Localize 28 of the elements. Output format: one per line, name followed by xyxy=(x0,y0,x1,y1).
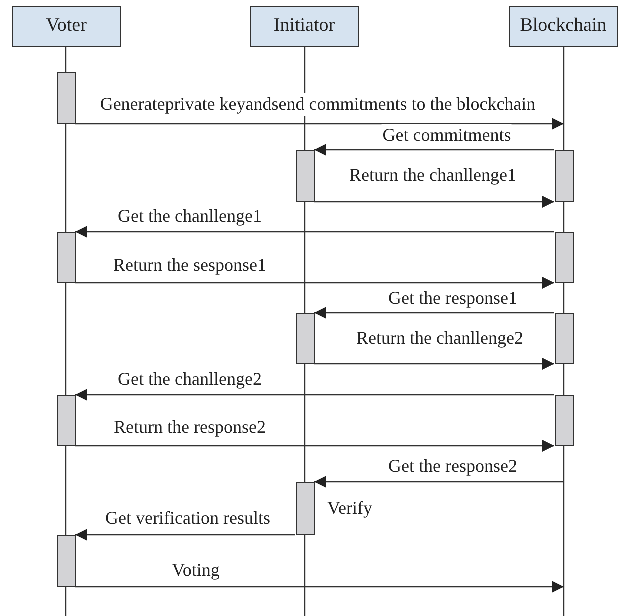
message-arrow xyxy=(314,476,564,488)
participant-box: Blockchain xyxy=(509,6,618,47)
message-arrow xyxy=(76,277,554,289)
participant-box: Voter xyxy=(12,6,121,47)
message-arrow xyxy=(314,144,554,156)
activation-bar xyxy=(56,395,76,446)
activation-bar xyxy=(554,232,574,283)
activation-bar xyxy=(554,150,574,202)
activation-bar xyxy=(296,482,314,535)
message-arrow xyxy=(314,307,554,319)
participant-box: Initiator xyxy=(250,6,359,47)
activation-bar xyxy=(296,313,314,364)
message-arrow xyxy=(314,358,554,370)
message-arrow xyxy=(314,196,554,208)
activation-bar xyxy=(56,72,76,124)
edge-label: Generateprivate keyandsend commitments to the blockchain xyxy=(99,93,537,116)
activation-bar xyxy=(554,313,574,364)
note-text: Verify xyxy=(328,499,372,517)
message-arrow xyxy=(76,581,564,593)
activation-bar xyxy=(56,232,76,283)
activation-bar xyxy=(296,150,314,202)
message-arrow xyxy=(76,226,554,238)
message-arrow xyxy=(76,529,296,541)
message-arrow xyxy=(76,118,564,130)
message-arrow xyxy=(76,440,554,452)
activation-bar xyxy=(554,395,574,446)
activation-bar xyxy=(56,535,76,587)
message-arrow xyxy=(76,389,554,401)
